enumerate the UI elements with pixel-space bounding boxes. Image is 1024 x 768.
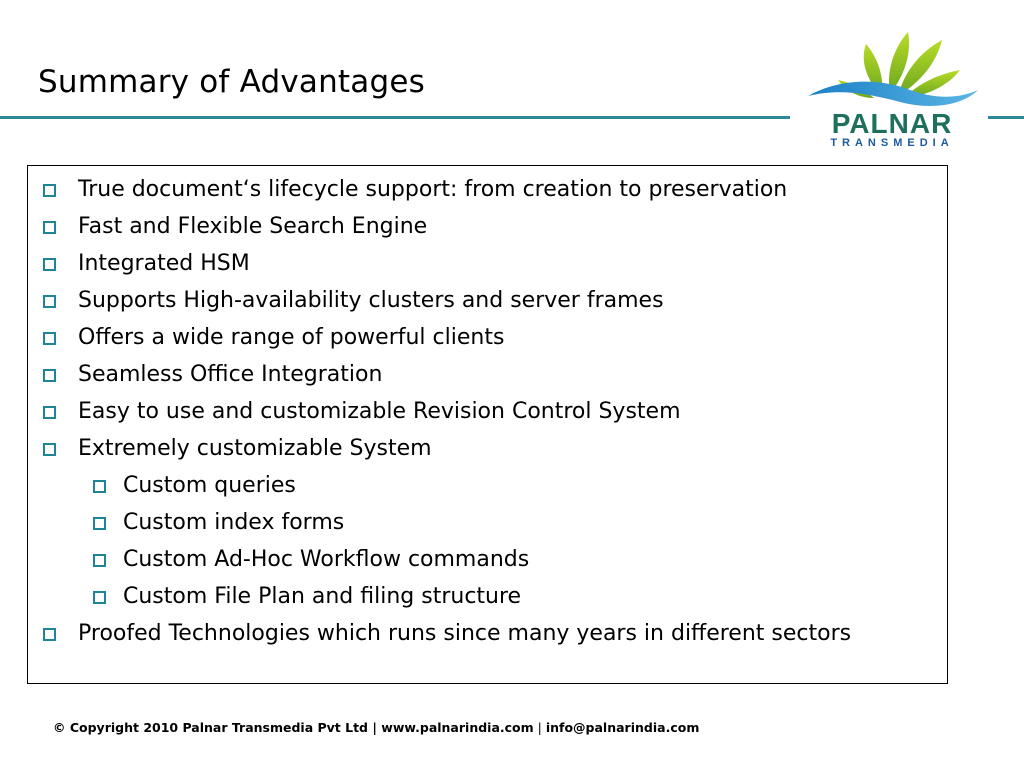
bullet-text: Fast and Flexible Search Engine [78,214,428,239]
bullet-text: Supports High-availability clusters and … [78,288,664,313]
hollow-square-bullet-icon [43,221,56,234]
footer-separator: | [533,720,546,735]
content-box: True document‘s lifecycle support: from … [27,165,948,684]
hollow-square-bullet-icon [93,480,106,493]
bullet-item: Proofed Technologies which runs since ma… [28,618,947,649]
leaf-3 [898,40,942,96]
sub-bullet-item: Custom Ad-Hoc Workflow commands [28,544,947,575]
hollow-square-bullet-icon [43,406,56,419]
bullet-item: Easy to use and customizable Revision Co… [28,396,947,427]
title-divider [0,116,790,119]
bullet-text: Extremely customizable System [78,436,432,461]
sub-bullet-item: Custom index forms [28,507,947,538]
hollow-square-bullet-icon [93,554,106,567]
hollow-square-bullet-icon [43,295,56,308]
wave [808,81,978,106]
leaf-2 [888,32,910,94]
slide-title: Summary of Advantages [38,64,425,100]
bullet-text: Easy to use and customizable Revision Co… [78,399,681,424]
bullet-text: Custom File Plan and filing structure [123,584,522,609]
bullet-item: Offers a wide range of powerful clients [28,322,947,353]
bullet-text: Custom queries [123,473,296,498]
bullet-item: Extremely customizable System [28,433,947,464]
company-logo: PALNAR TRANSMEDIA [800,18,984,154]
footer-email: info@palnarindia.com [545,720,700,735]
sub-bullet-item: Custom queries [28,470,947,501]
sub-bullet-item: Custom File Plan and filing structure [28,581,947,612]
hollow-square-bullet-icon [93,591,106,604]
hollow-square-bullet-icon [43,628,56,641]
leaves-and-wave-icon [808,32,978,106]
bullet-text: Offers a wide range of powerful clients [78,325,505,350]
bullet-text: Custom index forms [123,510,345,535]
advantages-list: True document‘s lifecycle support: from … [28,174,947,655]
hollow-square-bullet-icon [43,258,56,271]
logo-subtitle: TRANSMEDIA [830,137,954,149]
bullet-item: Fast and Flexible Search Engine [28,211,947,242]
bullet-item: True document‘s lifecycle support: from … [28,174,947,205]
logo-name: PALNAR [831,108,953,139]
footer: © Copyright 2010 Palnar Transmedia Pvt L… [53,720,699,735]
bullet-item: Seamless Office Integration [28,359,947,390]
footer-copyright: © Copyright 2010 Palnar Transmedia Pvt L… [53,720,534,735]
title-divider-right [988,116,1024,119]
bullet-item: Supports High-availability clusters and … [28,285,947,316]
bullet-text: True document‘s lifecycle support: from … [78,177,788,202]
bullet-text: Custom Ad-Hoc Workflow commands [123,547,530,572]
hollow-square-bullet-icon [43,443,56,456]
bullet-text: Integrated HSM [78,251,250,276]
hollow-square-bullet-icon [43,184,56,197]
leaf-4 [904,70,960,98]
bullet-text: Proofed Technologies which runs since ma… [78,621,852,646]
hollow-square-bullet-icon [43,332,56,345]
bullet-text: Seamless Office Integration [78,362,383,387]
bullet-item: Integrated HSM [28,248,947,279]
hollow-square-bullet-icon [43,369,56,382]
hollow-square-bullet-icon [93,517,106,530]
